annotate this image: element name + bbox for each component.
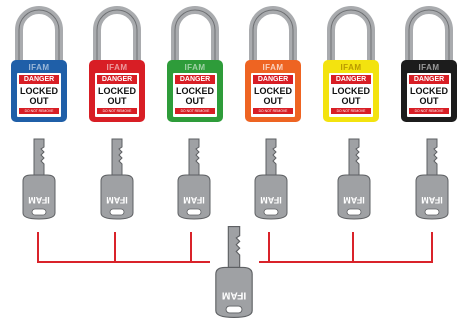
- key-icon: IFAM: [177, 138, 211, 220]
- padlock-yellow: IFAM DANGER LOCKED OUT DO NOT REMOVE: [319, 6, 383, 124]
- shackle: [249, 6, 297, 66]
- connector-line: [431, 232, 433, 262]
- key-3: IFAM: [172, 137, 216, 226]
- shackle: [171, 6, 219, 66]
- key-icon: IFAM: [100, 138, 134, 220]
- danger-banner: DANGER: [331, 75, 371, 84]
- locked-out-text: LOCKED OUT: [17, 86, 61, 106]
- danger-banner: DANGER: [409, 75, 449, 84]
- locked-line: LOCKED: [20, 86, 58, 96]
- do-not-remove-banner: DO NOT REMOVE: [19, 108, 59, 114]
- lockout-label: DANGER LOCKED OUT DO NOT REMOVE: [17, 73, 61, 117]
- padlock-black: IFAM DANGER LOCKED OUT DO NOT REMOVE: [397, 6, 461, 124]
- shackle: [405, 6, 453, 66]
- padlock-body: IFAM DANGER LOCKED OUT DO NOT REMOVE: [245, 60, 301, 122]
- do-not-remove-banner: DO NOT REMOVE: [97, 108, 137, 114]
- key-5: IFAM: [332, 137, 376, 226]
- key-icon: IFAM: [215, 225, 253, 319]
- key-brand-text: IFAM: [222, 289, 246, 300]
- brand-text: IFAM: [28, 63, 50, 72]
- brand-text: IFAM: [262, 63, 284, 72]
- locked-out-text: LOCKED OUT: [407, 86, 451, 106]
- brand-text: IFAM: [184, 63, 206, 72]
- lockout-label: DANGER LOCKED OUT DO NOT REMOVE: [329, 73, 373, 117]
- locked-out-text: LOCKED OUT: [173, 86, 217, 106]
- out-line: OUT: [185, 96, 205, 106]
- padlock-orange: IFAM DANGER LOCKED OUT DO NOT REMOVE: [241, 6, 305, 124]
- lockout-label: DANGER LOCKED OUT DO NOT REMOVE: [173, 73, 217, 117]
- do-not-remove-banner: DO NOT REMOVE: [331, 108, 371, 114]
- padlock-blue: IFAM DANGER LOCKED OUT DO NOT REMOVE: [7, 6, 71, 124]
- key-brand-text: IFAM: [343, 195, 365, 205]
- connector-line: [114, 232, 116, 262]
- shackle: [93, 6, 141, 66]
- out-line: OUT: [263, 96, 283, 106]
- danger-banner: DANGER: [175, 75, 215, 84]
- lockout-label: DANGER LOCKED OUT DO NOT REMOVE: [407, 73, 451, 117]
- key-icon: IFAM: [337, 138, 371, 220]
- connector-line: [37, 261, 210, 263]
- locked-line: LOCKED: [176, 86, 214, 96]
- connector-line: [190, 232, 192, 262]
- key-brand-text: IFAM: [28, 195, 50, 205]
- connector-line: [37, 232, 39, 262]
- key-brand-text: IFAM: [421, 195, 443, 205]
- padlock-body: IFAM DANGER LOCKED OUT DO NOT REMOVE: [401, 60, 457, 122]
- shackle: [327, 6, 375, 66]
- connector-line: [259, 261, 433, 263]
- connector-line: [268, 232, 270, 262]
- danger-banner: DANGER: [253, 75, 293, 84]
- padlock-green: IFAM DANGER LOCKED OUT DO NOT REMOVE: [163, 6, 227, 124]
- do-not-remove-banner: DO NOT REMOVE: [253, 108, 293, 114]
- key-4: IFAM: [249, 137, 293, 226]
- locked-line: LOCKED: [98, 86, 136, 96]
- locked-out-text: LOCKED OUT: [329, 86, 373, 106]
- shackle: [15, 6, 63, 66]
- danger-banner: DANGER: [97, 75, 137, 84]
- padlock-body: IFAM DANGER LOCKED OUT DO NOT REMOVE: [89, 60, 145, 122]
- brand-text: IFAM: [340, 63, 362, 72]
- padlock-body: IFAM DANGER LOCKED OUT DO NOT REMOVE: [167, 60, 223, 122]
- padlock-body: IFAM DANGER LOCKED OUT DO NOT REMOVE: [11, 60, 67, 122]
- brand-text: IFAM: [418, 63, 440, 72]
- locked-line: LOCKED: [410, 86, 448, 96]
- do-not-remove-banner: DO NOT REMOVE: [175, 108, 215, 114]
- out-line: OUT: [419, 96, 439, 106]
- key-1: IFAM: [17, 137, 61, 226]
- locked-line: LOCKED: [332, 86, 370, 96]
- connector-line: [352, 232, 354, 262]
- out-line: OUT: [341, 96, 361, 106]
- master-key: IFAM: [209, 222, 259, 327]
- danger-banner: DANGER: [19, 75, 59, 84]
- key-2: IFAM: [95, 137, 139, 226]
- lockout-label: DANGER LOCKED OUT DO NOT REMOVE: [95, 73, 139, 117]
- padlock-red: IFAM DANGER LOCKED OUT DO NOT REMOVE: [85, 6, 149, 124]
- locked-line: LOCKED: [254, 86, 292, 96]
- key-6: IFAM: [410, 137, 454, 226]
- key-brand-text: IFAM: [106, 195, 128, 205]
- out-line: OUT: [29, 96, 49, 106]
- locked-out-text: LOCKED OUT: [251, 86, 295, 106]
- key-icon: IFAM: [22, 138, 56, 220]
- locked-out-text: LOCKED OUT: [95, 86, 139, 106]
- brand-text: IFAM: [106, 63, 128, 72]
- padlock-body: IFAM DANGER LOCKED OUT DO NOT REMOVE: [323, 60, 379, 122]
- key-icon: IFAM: [254, 138, 288, 220]
- do-not-remove-banner: DO NOT REMOVE: [409, 108, 449, 114]
- key-icon: IFAM: [415, 138, 449, 220]
- out-line: OUT: [107, 96, 127, 106]
- key-brand-text: IFAM: [183, 195, 205, 205]
- lockout-label: DANGER LOCKED OUT DO NOT REMOVE: [251, 73, 295, 117]
- key-brand-text: IFAM: [260, 195, 282, 205]
